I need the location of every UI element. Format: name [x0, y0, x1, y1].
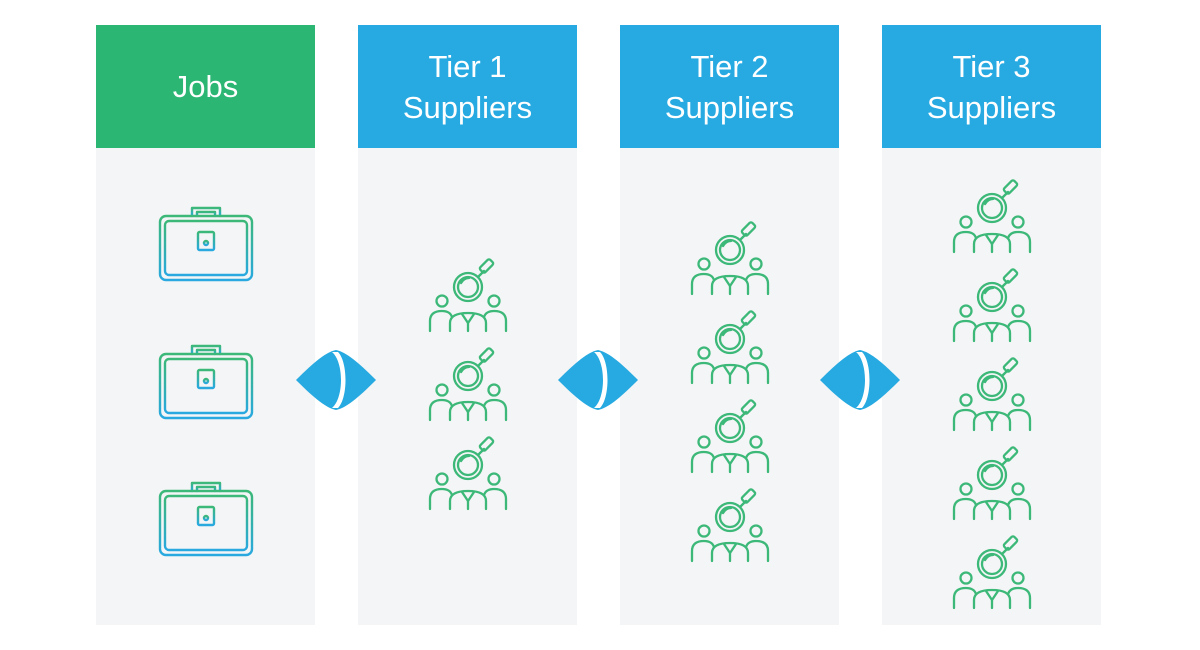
tier2-header-line-1: Tier 2: [690, 48, 769, 84]
tier1-header-line-2: Suppliers: [402, 89, 533, 125]
tier1-header-line-1: Tier 1: [428, 48, 507, 84]
supplier-group-icon: [688, 214, 772, 303]
briefcase-icon: [156, 340, 256, 425]
bidirectional-arrow-icon: [558, 350, 638, 410]
supplier-group-icon: [688, 481, 772, 570]
briefcase-icon: [156, 477, 256, 562]
tier1-column: Tier 1 Suppliers: [358, 25, 577, 625]
tier1-list: [358, 148, 577, 625]
supplier-group-icon: [950, 350, 1034, 439]
supplier-group-icon: [950, 261, 1034, 350]
jobs-header-line-1: Jobs: [172, 69, 239, 104]
tier2-header-line-2: Suppliers: [664, 89, 795, 125]
supplier-group-icon: [426, 429, 510, 518]
tier3-list: [882, 148, 1101, 625]
tier3-header-line-2: Suppliers: [926, 89, 1057, 125]
jobs-header: Jobs: [96, 25, 315, 148]
tier3-header: Tier 3 Suppliers: [882, 25, 1101, 148]
tier2-column: Tier 2 Suppliers: [620, 25, 839, 625]
supplier-group-icon: [688, 392, 772, 481]
bidirectional-arrow-icon: [296, 350, 376, 410]
supplier-group-icon: [950, 439, 1034, 528]
tier1-header: Tier 1 Suppliers: [358, 25, 577, 148]
jobs-list: [96, 148, 315, 625]
briefcase-icon: [156, 202, 256, 287]
jobs-column: Jobs: [96, 25, 315, 625]
supplier-group-icon: [950, 528, 1034, 617]
tier3-column: Tier 3 Suppliers: [882, 25, 1101, 625]
tier2-list: [620, 148, 839, 625]
tier2-header: Tier 2 Suppliers: [620, 25, 839, 148]
tier3-header-line-1: Tier 3: [952, 48, 1031, 84]
supplier-group-icon: [426, 340, 510, 429]
supplier-group-icon: [426, 251, 510, 340]
bidirectional-arrow-icon: [820, 350, 900, 410]
supplier-group-icon: [688, 303, 772, 392]
supplier-group-icon: [950, 172, 1034, 261]
